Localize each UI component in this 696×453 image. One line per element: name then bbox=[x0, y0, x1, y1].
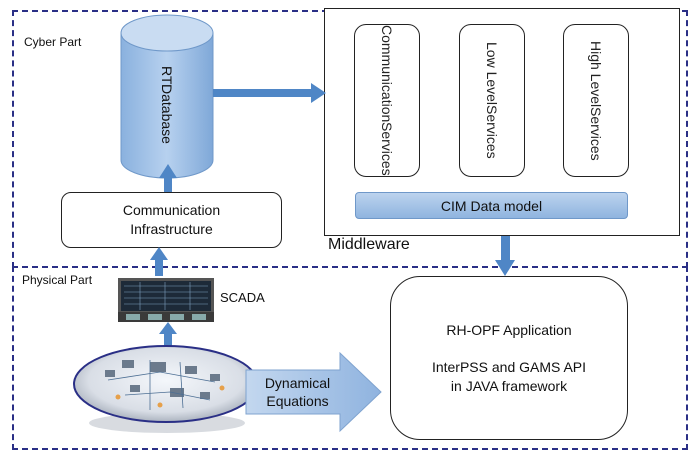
cim-data-model-bar: CIM Data model bbox=[355, 192, 628, 219]
communication-infrastructure-box: Communication Infrastructure bbox=[61, 192, 282, 248]
communication-services-box bbox=[354, 24, 420, 177]
arrow-middleware-to-application bbox=[495, 236, 515, 276]
high-level-services-line2: Services bbox=[588, 106, 604, 161]
dynamical-line2: Equations bbox=[266, 393, 329, 409]
arrow-scada-to-infrastructure bbox=[150, 247, 168, 276]
application-line1: InterPSS and GAMS API bbox=[431, 358, 587, 375]
low-level-services-label: Low Level Services bbox=[459, 24, 525, 177]
low-level-services-line1: Low Level bbox=[484, 42, 500, 106]
middleware-label: Middleware bbox=[328, 236, 410, 253]
physical-part-label: Physical Part bbox=[22, 273, 93, 287]
arrow-database-to-middleware bbox=[213, 83, 326, 103]
database-line1: RT bbox=[159, 65, 175, 85]
cim-data-model-label: CIM Data model bbox=[440, 197, 543, 214]
dynamical-equations-label: Dynamical Equations bbox=[250, 371, 345, 413]
communication-infrastructure-line1: Communication bbox=[122, 202, 221, 218]
database-label: RT Database bbox=[121, 60, 213, 150]
high-level-services-label: High Level Services bbox=[563, 24, 629, 177]
power-grid-illustration bbox=[73, 345, 259, 433]
communication-services-line2: Services bbox=[379, 122, 395, 176]
application-line2: in JAVA framework bbox=[450, 377, 568, 394]
low-level-services-line2: Services bbox=[484, 105, 500, 159]
scada-control-room-image bbox=[118, 278, 214, 322]
arrow-grid-to-scada bbox=[159, 322, 177, 350]
database-line2: Database bbox=[159, 84, 175, 145]
application-title: RH-OPF Application bbox=[446, 321, 572, 338]
communication-services-label: Communication Services bbox=[354, 24, 420, 177]
dynamical-line1: Dynamical bbox=[264, 375, 331, 391]
high-level-services-box bbox=[563, 24, 629, 177]
low-level-services-box bbox=[459, 24, 525, 177]
physical-part-region bbox=[12, 266, 688, 450]
cyber-part-label: Cyber Part bbox=[24, 35, 82, 49]
communication-infrastructure-line2: Infrastructure bbox=[130, 221, 213, 237]
dynamical-equations-arrow bbox=[245, 351, 382, 433]
scada-label: SCADA bbox=[220, 290, 265, 305]
communication-services-line1: Communication bbox=[379, 25, 395, 123]
high-level-services-line1: High Level bbox=[588, 40, 604, 107]
rh-opf-application-box: RH-OPF Application InterPSS and GAMS API… bbox=[390, 276, 628, 440]
arrow-infrastructure-to-database bbox=[159, 164, 177, 192]
